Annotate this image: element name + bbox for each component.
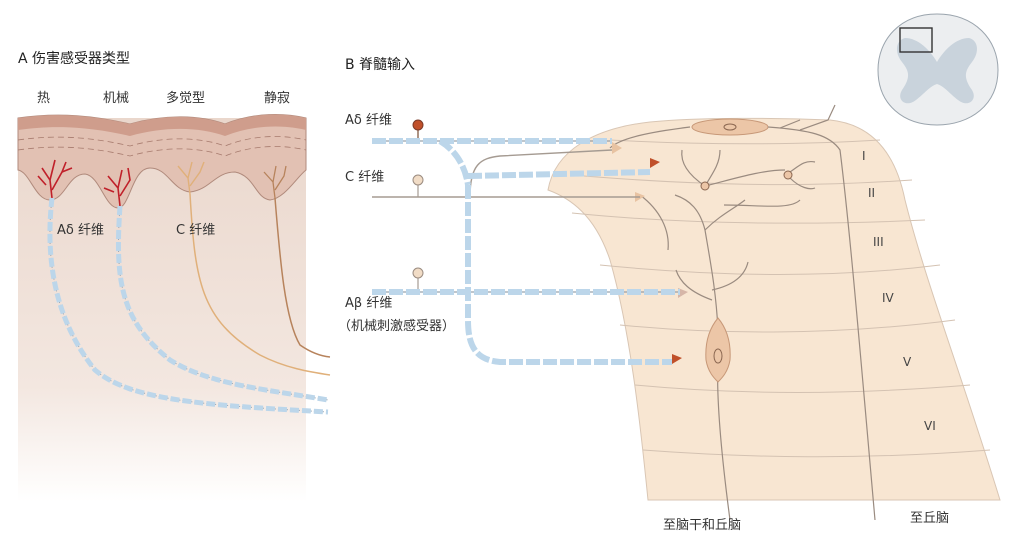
receptor-type-heat: 热: [37, 91, 50, 106]
panel-b: B 脊髓输入 I II III IV V VI: [338, 13, 1001, 533]
c-fiber-polymodal: [189, 193, 331, 376]
inset-highlight-box: [899, 27, 933, 53]
receptor-type-mechanical: 机械: [103, 91, 129, 106]
c-fiber-silent: [274, 197, 331, 358]
panel-a-title: A 伤害感受器类型: [18, 50, 130, 67]
lamina-ii-interneuron: [783, 170, 793, 180]
a-delta-terminal-lamina-v: [672, 354, 682, 364]
a-delta-myelin-heat: [47, 197, 329, 415]
a-delta-terminal: [612, 142, 622, 154]
lamina-v-nucleus: [713, 348, 723, 364]
heat-receptor-endings: [37, 159, 73, 199]
a-beta-terminal: [678, 288, 688, 298]
lamina-label-iv: IV: [882, 291, 895, 305]
spinal-cord-inset: [877, 13, 999, 126]
lamina-label-iii: III: [873, 235, 884, 249]
skin-layer-line: [17, 146, 307, 157]
c-fiber-ganglion-cell: [412, 174, 424, 197]
a-delta-fiber-label: Aδ 纤维: [57, 223, 104, 238]
output-label-brainstem-thalamus: 至脑干和丘脑: [663, 518, 741, 533]
lamina-label-v: V: [903, 355, 912, 369]
lamina-v-neuron: [705, 317, 731, 383]
lamina-ii-interneuron: [700, 181, 710, 191]
lamina-i-neuron: [691, 118, 769, 136]
silent-receptor-endings: [263, 165, 287, 199]
myelinated-fibers: [372, 138, 680, 365]
receptor-type-silent: 静寂: [264, 90, 290, 106]
a-delta-ganglion-cell: [412, 119, 424, 140]
a-delta-terminal-lamina-i: [650, 158, 660, 168]
skin-layer-line: [17, 136, 307, 147]
a-delta-fiber-mechanical: [118, 205, 329, 401]
input-label-a-beta: Aβ 纤维: [345, 296, 392, 311]
receptor-type-polymodal: 多觉型: [166, 90, 205, 106]
panel-a: A 伤害感受器类型 热 机械 多觉型 静寂: [17, 50, 331, 502]
input-label-c: C 纤维: [345, 170, 384, 185]
lamina-label-ii: II: [868, 186, 875, 200]
gray-matter-shape: [896, 38, 978, 104]
lamina-boundaries: [571, 139, 991, 458]
stratum-corneum: [18, 114, 306, 136]
c-fiber-label: C 纤维: [176, 223, 215, 238]
a-beta-ganglion-cell: [412, 267, 424, 292]
polymodal-receptor-endings: [177, 161, 205, 195]
lamina-label-vi: VI: [924, 419, 936, 433]
panel-b-title: B 脊髓输入: [345, 57, 415, 73]
mechanical-receptor-endings: [103, 167, 131, 207]
input-label-a-beta-note: （机械刺激感受器）: [338, 318, 455, 334]
dorsal-horn: [547, 117, 1001, 501]
output-label-thalamus: 至丘脑: [910, 511, 949, 526]
a-delta-myelin-mechanical: [116, 205, 329, 403]
lamina-label-i: I: [862, 149, 866, 163]
lamina-i-nucleus: [723, 123, 737, 131]
input-label-a-delta: Aδ 纤维: [345, 113, 392, 128]
